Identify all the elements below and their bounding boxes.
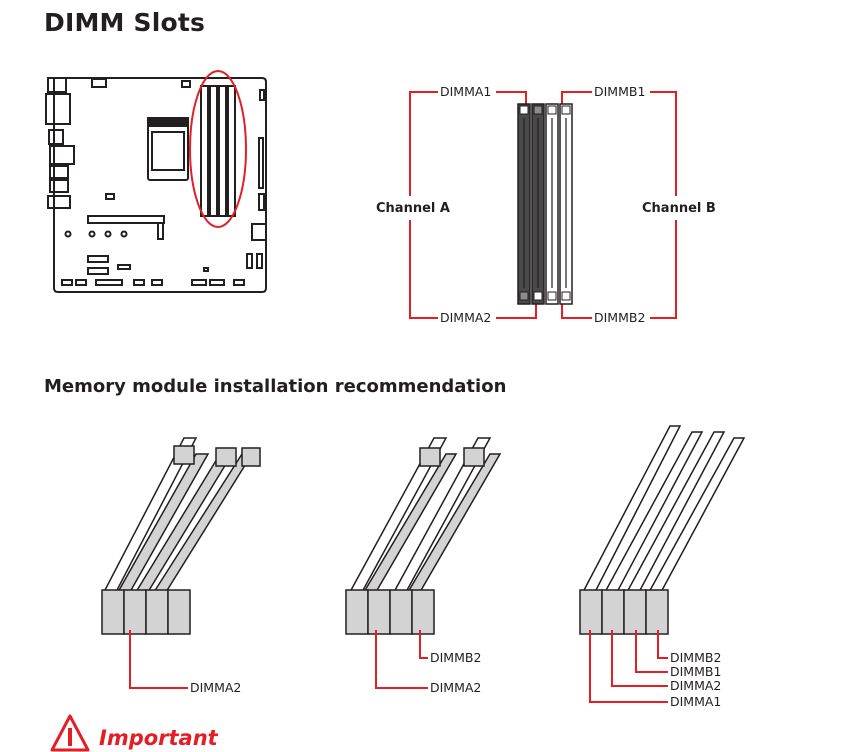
dimm-highlight-ellipse	[189, 70, 247, 228]
motherboard-diagram	[45, 70, 267, 293]
io-port	[49, 145, 75, 165]
label-channel-a: Channel A	[376, 201, 450, 216]
label-dimma1: DIMMA1	[440, 84, 491, 99]
clip	[101, 589, 125, 635]
io-port	[45, 93, 71, 125]
svg-text:DIMMB2: DIMMB2	[670, 650, 721, 665]
svg-text:DIMMB2: DIMMB2	[430, 650, 481, 665]
svg-text:DIMMA2: DIMMA2	[190, 680, 241, 695]
clip	[145, 589, 169, 635]
dimm-slot	[218, 85, 227, 217]
svg-text:DIMMA2: DIMMA2	[430, 680, 481, 695]
recommendation-4-modules: DIMMB2 DIMMB1 DIMMA2 DIMMA1	[579, 425, 746, 709]
recommendation-2-modules: DIMMB2 DIMMA2	[345, 437, 502, 695]
dimm-slot	[200, 85, 209, 217]
dimm-channel-diagram: DIMMA1 DIMMA2 DIMMB1 DIMMB2 Channel A Ch…	[376, 84, 716, 325]
io-port	[49, 179, 69, 193]
warning-icon	[50, 714, 90, 752]
svg-text:DIMMA1: DIMMA1	[670, 694, 721, 709]
important-label: Important	[99, 726, 218, 750]
board-outline	[53, 77, 267, 293]
section-title: Memory module installation recommendatio…	[44, 376, 507, 397]
label-channel-b: Channel B	[642, 201, 716, 216]
dimm-slot	[227, 85, 236, 217]
svg-text:DIMMB1: DIMMB1	[670, 664, 721, 679]
io-port	[48, 129, 64, 145]
pcie-slot	[87, 215, 165, 224]
clip	[123, 589, 147, 635]
io-port	[47, 195, 71, 209]
page-title: DIMM Slots	[44, 8, 206, 37]
svg-text:DIMMA2: DIMMA2	[670, 678, 721, 693]
label-dimmb2: DIMMB2	[594, 310, 645, 325]
io-port	[49, 165, 69, 179]
label-dimma2: DIMMA2	[440, 310, 491, 325]
recommendation-1-module: DIMMA2	[101, 437, 261, 695]
dimm-slot	[209, 85, 218, 217]
io-port	[47, 77, 67, 93]
label-dimmb1: DIMMB1	[594, 84, 645, 99]
clip	[167, 589, 191, 635]
